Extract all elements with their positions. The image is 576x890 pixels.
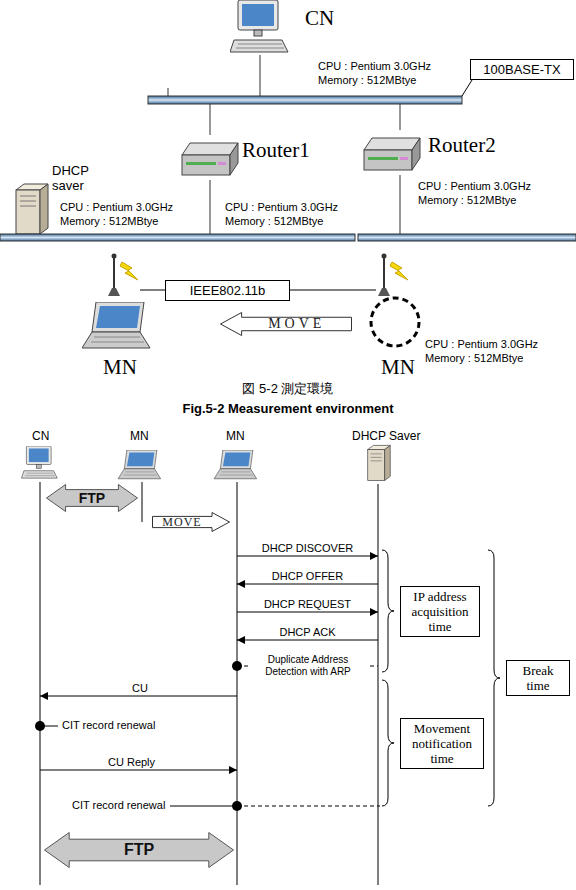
time-box: IP address acquisition time bbox=[400, 586, 480, 637]
host-name: Router2 bbox=[428, 133, 496, 157]
router1-icon bbox=[182, 143, 238, 175]
ethernet-bus bbox=[358, 234, 576, 241]
ethernet-bus bbox=[148, 96, 462, 104]
node-text: Movement notification time bbox=[405, 721, 479, 766]
host-name: Router1 bbox=[242, 138, 310, 162]
network-figure bbox=[0, 0, 576, 348]
ethernet-bus bbox=[0, 234, 355, 241]
mn-previous-position bbox=[371, 298, 419, 346]
host-name: CN bbox=[305, 6, 334, 30]
host-name: MN bbox=[381, 355, 415, 379]
spec-text: CPU : Pentium 3.0GHz bbox=[225, 201, 338, 214]
host-name: DHCP saver bbox=[52, 164, 92, 194]
message-label: DHCP DISCOVER bbox=[237, 542, 378, 555]
leader-line bbox=[140, 290, 165, 291]
node-outline-path bbox=[153, 513, 230, 532]
spec-text: CPU : Pentium 3.0GHz bbox=[318, 60, 431, 73]
cn-computer bbox=[230, 0, 288, 52]
message-label: DHCP OFFER bbox=[237, 570, 378, 583]
lifeline-name: MN bbox=[226, 430, 245, 444]
bus-tap bbox=[168, 88, 169, 96]
mn-laptop bbox=[82, 302, 150, 348]
time-box: Break time bbox=[506, 660, 570, 696]
move-arrow: MOVE bbox=[220, 312, 352, 336]
spec-text: Memory : 512MBtye bbox=[318, 74, 416, 87]
spec-text: Memory : 512MBtye bbox=[425, 352, 523, 365]
network-label-box: IEEE802.11b bbox=[165, 280, 290, 301]
node-text: 100BASE-TX bbox=[475, 62, 569, 77]
ftp-arrow: FTP bbox=[44, 832, 234, 868]
bus-tap bbox=[210, 104, 211, 135]
leader-line bbox=[462, 80, 472, 96]
ftp-arrow: FTP bbox=[46, 484, 138, 512]
message-label: DHCP REQUEST bbox=[237, 598, 378, 611]
lifeline-name: DHCP Saver bbox=[352, 430, 420, 444]
access-point bbox=[108, 254, 138, 297]
message-label: CU bbox=[132, 682, 148, 695]
spec-text: CPU : Pentium 3.0GHz bbox=[418, 180, 531, 193]
dhcp-server-icon bbox=[16, 184, 48, 234]
bus-tap bbox=[210, 180, 211, 234]
bus-tap bbox=[400, 104, 401, 130]
sequence-figure bbox=[21, 445, 500, 885]
lifeline-name: MN bbox=[130, 430, 149, 444]
figure-caption: 図 5-2 測定環境 bbox=[0, 382, 576, 397]
message-label: CU Reply bbox=[108, 756, 155, 769]
messages bbox=[40, 556, 380, 806]
lifelines bbox=[40, 482, 378, 885]
cn-computer bbox=[21, 446, 57, 478]
spec-text: CPU : Pentium 3.0GHz bbox=[425, 338, 538, 351]
router2-icon bbox=[364, 138, 420, 170]
host-name: MN bbox=[103, 355, 137, 379]
node-outline-path bbox=[221, 313, 352, 336]
node-text: IP address acquisition time bbox=[405, 589, 475, 634]
node-text: MOVE bbox=[162, 515, 201, 530]
message-label: Duplicate Address Detection with ARP bbox=[248, 654, 368, 677]
dhcp-server-icon bbox=[368, 445, 391, 480]
event-dots bbox=[35, 661, 242, 811]
network-label-box: 100BASE-TX bbox=[470, 59, 574, 80]
node-text: IEEE802.11b bbox=[170, 283, 285, 298]
event-label: CIT record renewal bbox=[72, 799, 165, 812]
leader-line bbox=[290, 290, 376, 291]
figure-caption: Fig.5-2 Measurement environment bbox=[0, 402, 576, 417]
bus-tap bbox=[260, 55, 261, 96]
lifeline-name: CN bbox=[32, 430, 49, 444]
spec-text: Memory : 512MBtye bbox=[60, 215, 158, 228]
mn-laptop bbox=[118, 450, 161, 479]
time-box: Movement notification time bbox=[400, 718, 484, 769]
spec-text: CPU : Pentium 3.0GHz bbox=[60, 201, 173, 214]
node-outline-path bbox=[47, 485, 138, 512]
spec-text: Memory : 512MBtye bbox=[225, 215, 323, 228]
spec-text: Memory : 512MBtye bbox=[418, 194, 516, 207]
node-text: FTP bbox=[124, 841, 154, 859]
access-point bbox=[378, 254, 408, 297]
event-label: CIT record renewal bbox=[62, 719, 155, 732]
node-text: MOVE bbox=[268, 316, 325, 332]
node-text: Break time bbox=[511, 663, 565, 693]
message-label: DHCP ACK bbox=[237, 626, 378, 639]
mn-laptop bbox=[214, 450, 257, 479]
bus-tap bbox=[400, 175, 401, 234]
node-text: FTP bbox=[79, 490, 105, 506]
move-arrow: MOVE bbox=[152, 512, 230, 532]
node-outline-path bbox=[45, 833, 234, 868]
braces bbox=[382, 550, 500, 806]
